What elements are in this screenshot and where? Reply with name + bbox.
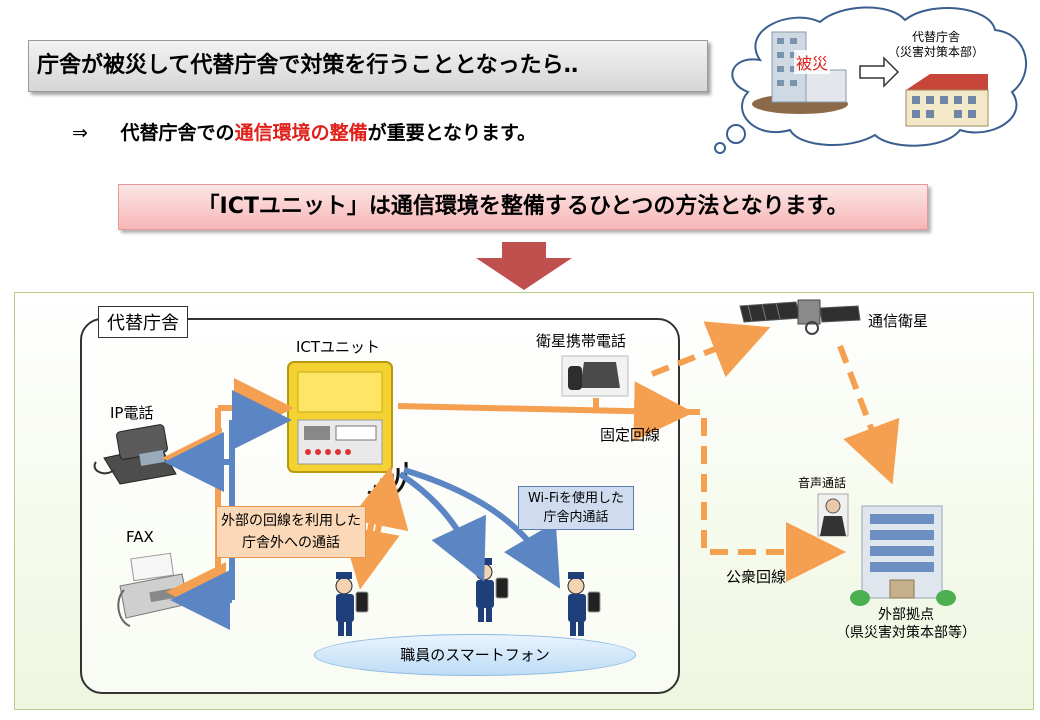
staff-person-icon-1 — [335, 572, 369, 636]
ip-phone-icon — [93, 424, 177, 485]
fixed-line-label: 固定回線 — [600, 426, 661, 444]
fax-label: FAX — [126, 528, 154, 546]
page-title: 庁舎が被災して代替庁舎で対策を行うこととなったら‥ — [28, 40, 708, 92]
damaged-building-icon — [752, 31, 848, 114]
ict-unit-device-icon — [287, 361, 393, 473]
voice-call-label: 音声通話 — [798, 476, 847, 490]
external-call-callout: 外部の回線を利用した 庁舎外への通話 — [216, 506, 366, 558]
staff-person-icon-2 — [475, 558, 509, 622]
down-arrow-icon — [476, 242, 572, 290]
fax-machine-icon — [117, 552, 189, 627]
implies-arrow: ⇒ — [72, 122, 88, 144]
ict-unit-label: ICTユニット — [296, 338, 381, 356]
external-base-label: 外部拠点 （県災害対策本部等） — [836, 607, 976, 641]
ict-unit-banner: 「ICTユニット」は通信環境を整備するひとつの方法となります。 — [118, 184, 928, 230]
satellite-phone-label: 衛星携帯電話 — [536, 332, 627, 350]
alt-office-boundary-label: 代替庁舎 — [98, 306, 188, 338]
satellite-label: 通信衛星 — [868, 312, 929, 330]
subtitle-line: ⇒ 代替庁舎での通信環境の整備が重要となります。 — [72, 118, 536, 145]
ip-phone-label: IP電話 — [110, 404, 154, 422]
transition-arrow-icon — [859, 56, 900, 88]
staff-smartphone-lane: 職員のスマートフォン — [314, 634, 636, 676]
alt-office-label: 代替庁舎 （災害対策本部） — [887, 30, 984, 59]
communication-satellite-icon — [739, 299, 861, 335]
subtitle-post: が重要となります。 — [367, 122, 537, 144]
damaged-label: 被災 — [794, 50, 831, 74]
alt-office-building-icon — [905, 74, 989, 127]
external-base-building-icon — [850, 505, 956, 606]
subtitle-pre: 代替庁舎での — [120, 122, 235, 144]
voice-call-person-icon — [817, 493, 849, 537]
public-line-label: 公衆回線 — [726, 568, 787, 586]
satellite-phone-icon — [561, 355, 629, 397]
dashed-orange-routes — [650, 321, 900, 582]
subtitle-highlight: 通信環境の整備 — [234, 122, 368, 144]
wifi-call-callout: Wi-Fiを使用した 庁舎内通話 — [518, 486, 634, 530]
staff-person-icon-3 — [567, 572, 601, 636]
